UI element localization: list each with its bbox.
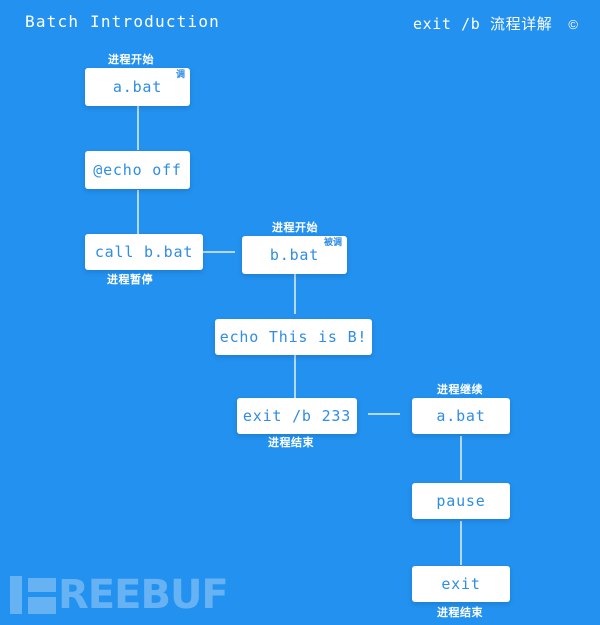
label-exit-bottom: 进程结束: [437, 607, 483, 619]
label-b-bat-start-top: 进程开始: [272, 222, 318, 234]
connector-a-bat-to-echo-off: [137, 106, 139, 150]
node-a-bat-start-superscript: 调: [175, 69, 185, 79]
node-echo-this-b[interactable]: echo This is B!: [215, 319, 372, 355]
header-subtitle: exit /b 流程详解: [412, 15, 553, 33]
label-call-b-bat-bottom: 进程暂停: [107, 274, 153, 286]
node-exit[interactable]: exit: [412, 566, 510, 602]
label-exit-b-233-bottom: 进程结束: [268, 437, 314, 449]
header-right-group: exit /b 流程详解 ©: [413, 13, 578, 34]
node-a-bat-resume[interactable]: a.bat: [412, 398, 510, 434]
connector-echo-off-to-call-b-bat: [137, 190, 139, 234]
node-echo-this-b-text: echo This is B!: [219, 328, 368, 346]
page-header: Batch Introduction exit /b 流程详解 ©: [0, 0, 600, 46]
connector-b-bat-to-echo-this-b: [294, 274, 296, 314]
node-call-b-bat-text: call b.bat: [94, 243, 194, 261]
copyright-icon: ©: [568, 17, 578, 32]
connector-echo-this-b-to-exit-b-233: [294, 355, 296, 398]
connector-exit-b-233-to-a-bat-resume: [368, 413, 400, 415]
node-pause[interactable]: pause: [412, 483, 510, 519]
node-b-bat-start[interactable]: b.bat 被调: [242, 236, 347, 274]
node-b-bat-start-text: b.bat: [269, 246, 320, 264]
node-exit-text: exit: [441, 575, 481, 593]
node-b-bat-start-superscript: 被调: [323, 237, 342, 247]
connector-pause-to-exit: [460, 521, 462, 565]
node-echo-off[interactable]: @echo off: [85, 151, 190, 189]
node-echo-off-text: @echo off: [93, 161, 182, 179]
node-call-b-bat[interactable]: call b.bat: [85, 234, 203, 270]
connector-call-b-bat-to-b-bat: [203, 251, 235, 253]
page-title: Batch Introduction: [25, 12, 220, 31]
connector-a-bat-resume-to-pause: [460, 436, 462, 480]
node-exit-b-233[interactable]: exit /b 233: [237, 398, 357, 434]
node-exit-b-233-text: exit /b 233: [242, 407, 352, 425]
node-pause-text: pause: [436, 492, 486, 510]
label-a-bat-start-top: 进程开始: [108, 54, 154, 66]
label-a-bat-resume-top: 进程继续: [437, 384, 483, 396]
node-a-bat-start[interactable]: a.bat 调: [85, 68, 190, 106]
node-a-bat-resume-text: a.bat: [436, 407, 486, 425]
node-a-bat-start-text: a.bat: [112, 78, 163, 96]
